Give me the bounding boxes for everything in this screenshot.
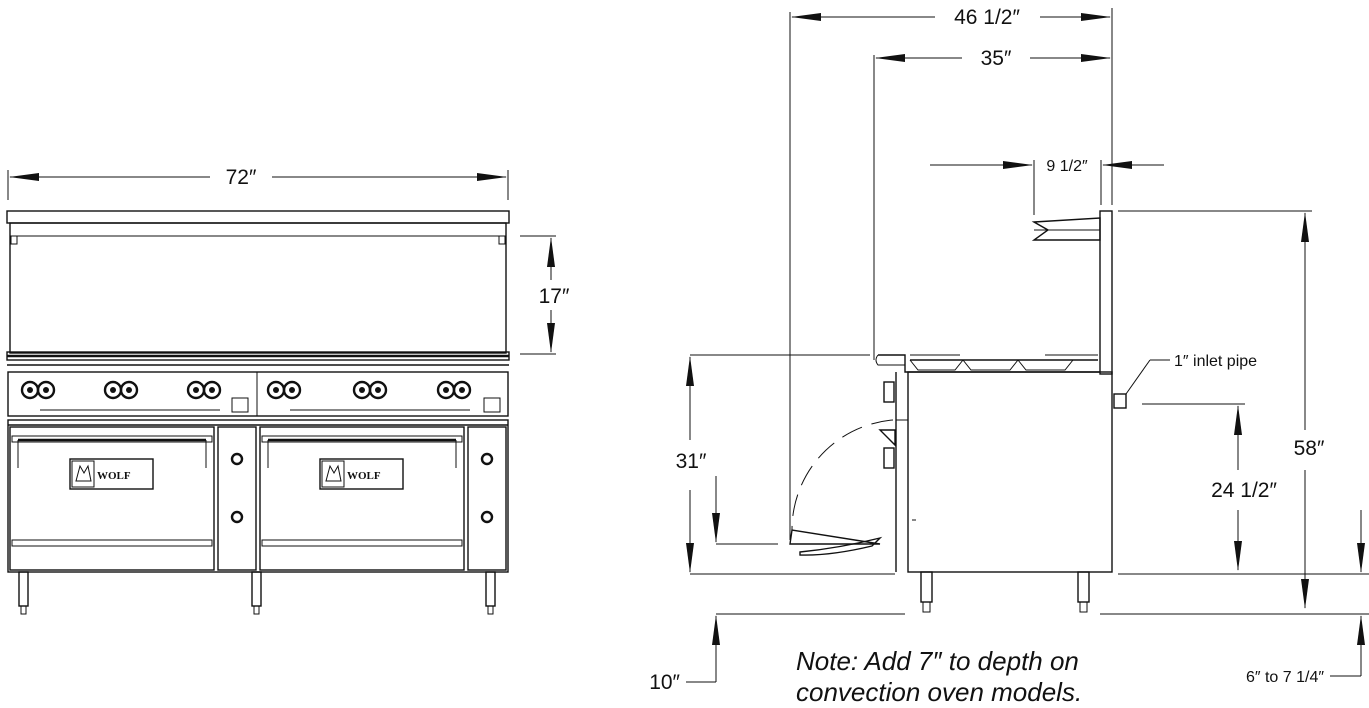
left-oven-door: WOLF (9, 426, 215, 571)
wolf-logo-left: WOLF (69, 458, 154, 490)
width-dimension: 72″ (7, 166, 509, 200)
side-cooktop (875, 354, 1100, 373)
side-body (883, 371, 1113, 573)
door-clearance-label: 10″ (649, 671, 680, 694)
inlet-pipe: 1″ inlet pipe (1113, 353, 1257, 409)
overall-depth-label: 46 1/2″ (954, 6, 1020, 29)
shelf-dimension: 9 1/2″ (930, 158, 1164, 215)
inlet-height-label: 24 1/2″ (1211, 479, 1277, 502)
knob-cluster-1 (20, 380, 56, 400)
note-line-2: convection oven models. (796, 677, 1082, 707)
body-depth-label: 35″ (981, 47, 1012, 70)
inlet-height-dimension: 24 1/2″ (1142, 403, 1277, 571)
door-clearance-dimension: 10″ (649, 476, 905, 694)
backsplash-height-dimension: 17″ (520, 235, 570, 355)
cooktop-height-label: 31″ (676, 450, 707, 473)
note-line-1: Note: Add 7″ to depth on (796, 646, 1079, 676)
overall-height-dimension: 58″ (1118, 210, 1325, 609)
side-view: 46 1/2″ 35″ 9 1/2″ (649, 6, 1369, 707)
backsplash-height-label: 17″ (539, 285, 570, 308)
right-side-column (467, 426, 507, 571)
leg-height-label: 6″ to 7 1/4″ (1246, 669, 1324, 686)
wolf-logo-right: WOLF (319, 458, 404, 490)
overall-depth-dimension: 46 1/2″ (789, 6, 1113, 540)
oven-body (7, 419, 509, 573)
knob-cluster-2 (103, 380, 139, 400)
side-backsplash (1031, 210, 1113, 375)
side-legs (920, 571, 1090, 613)
right-oven-door: WOLF (259, 426, 465, 571)
knob-cluster-6 (436, 380, 472, 400)
depth-note: Note: Add 7″ to depth on convection oven… (796, 646, 1082, 707)
leg-height-dimension: 6″ to 7 1/4″ (1100, 510, 1369, 686)
front-view: 72″ (6, 166, 570, 615)
body-depth-dimension: 35″ (873, 47, 1111, 360)
control-panel (7, 371, 509, 417)
brand-logo-text: WOLF (347, 470, 381, 482)
door-swing (789, 419, 896, 556)
knob-cluster-3 (186, 380, 222, 400)
knob-cluster-4 (266, 380, 302, 400)
inlet-label: 1″ inlet pipe (1174, 353, 1257, 370)
cooktop-rail (6, 351, 510, 366)
front-legs (18, 571, 496, 615)
brand-logo-text: WOLF (97, 470, 131, 482)
knob-cluster-5 (352, 380, 388, 400)
backsplash (6, 210, 510, 354)
shelf-label: 9 1/2″ (1046, 158, 1088, 175)
overall-height-label: 58″ (1294, 437, 1325, 460)
width-label: 72″ (226, 166, 257, 189)
left-side-column (217, 426, 257, 571)
cooktop-height-dimension: 31″ (676, 354, 895, 575)
